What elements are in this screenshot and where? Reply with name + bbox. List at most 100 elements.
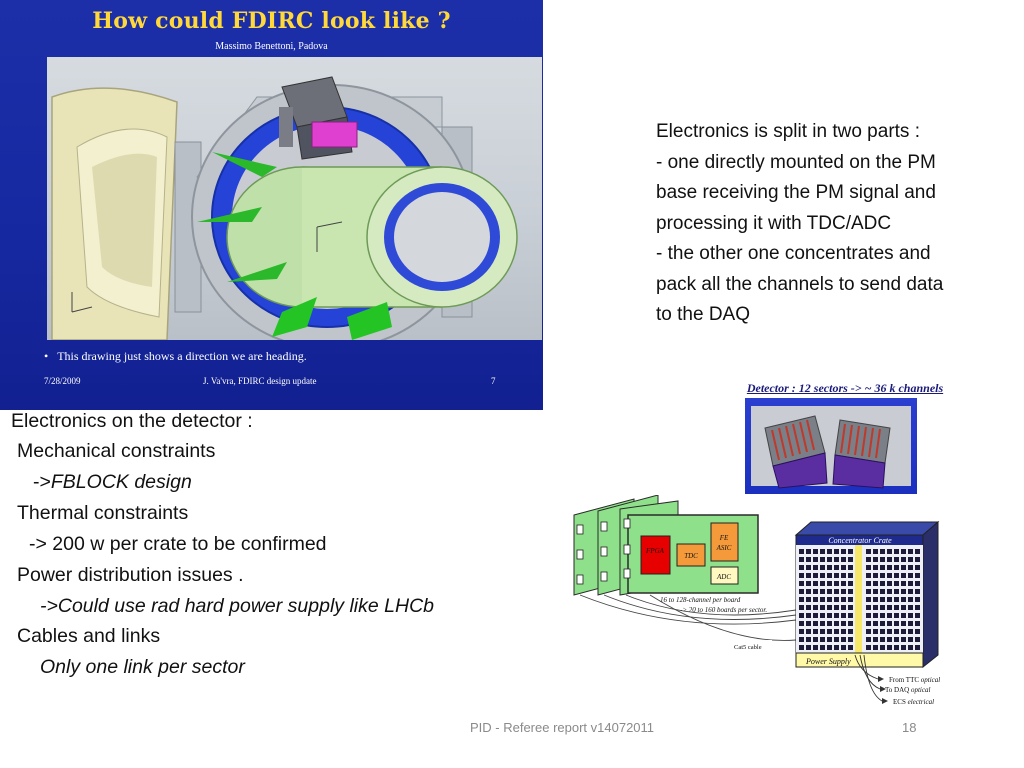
ecs-label: ECS electrical bbox=[893, 698, 934, 706]
crate-slot bbox=[873, 597, 878, 602]
adc-label: ADC bbox=[716, 573, 731, 581]
detector-sectors-image bbox=[745, 398, 917, 494]
crate-slot bbox=[887, 589, 892, 594]
crate-slot bbox=[813, 597, 818, 602]
paragraph-line: to the DAQ bbox=[656, 304, 750, 325]
crate-slot bbox=[880, 637, 885, 642]
crate-slot bbox=[841, 589, 846, 594]
board-note-channels: 16 to 128-channel per board bbox=[660, 596, 741, 604]
crate-slot bbox=[887, 605, 892, 610]
crate-slot bbox=[901, 613, 906, 618]
asic-label: ASIC bbox=[716, 544, 732, 552]
crate-slot bbox=[813, 645, 818, 650]
crate-slot bbox=[848, 597, 853, 602]
crate-slot bbox=[820, 573, 825, 578]
crate-slot bbox=[873, 621, 878, 626]
crate-slot bbox=[848, 629, 853, 634]
crate-slot bbox=[841, 549, 846, 554]
crate-slot bbox=[894, 557, 899, 562]
paragraph-line: Electronics is split in two parts : bbox=[656, 121, 920, 142]
crate-slot bbox=[894, 645, 899, 650]
crate-slot bbox=[908, 621, 913, 626]
crate-slot bbox=[866, 565, 871, 570]
crate-slot bbox=[880, 621, 885, 626]
crate-slot bbox=[799, 573, 804, 578]
crate-slot bbox=[908, 549, 913, 554]
crate-slot bbox=[806, 621, 811, 626]
crate-slot bbox=[880, 645, 885, 650]
crate-slot bbox=[820, 629, 825, 634]
list-subitem-thermal: -> 200 w per crate to be confirmed bbox=[29, 533, 327, 555]
crate-slot bbox=[880, 573, 885, 578]
crate-slot bbox=[880, 581, 885, 586]
crate-slot bbox=[834, 637, 839, 642]
crate-slot bbox=[873, 629, 878, 634]
crate-slot bbox=[806, 557, 811, 562]
crate-slot bbox=[915, 637, 920, 642]
cable-label-bg bbox=[730, 640, 772, 652]
crate-slot bbox=[806, 637, 811, 642]
crate-slot bbox=[827, 565, 832, 570]
crate-slot bbox=[908, 573, 913, 578]
crate-slot bbox=[813, 573, 818, 578]
crate-slot bbox=[806, 613, 811, 618]
crate-slot bbox=[834, 573, 839, 578]
crate-slot bbox=[848, 613, 853, 618]
crate-slot bbox=[866, 573, 871, 578]
crate-slot bbox=[894, 621, 899, 626]
paragraph-line: base receiving the PM signal and bbox=[656, 182, 936, 203]
crate-slot bbox=[820, 605, 825, 610]
crate-slot bbox=[848, 605, 853, 610]
crate-slot bbox=[873, 613, 878, 618]
crate-slot bbox=[820, 549, 825, 554]
crate-slot bbox=[915, 581, 920, 586]
crate-slot bbox=[894, 637, 899, 642]
crate-slot bbox=[901, 589, 906, 594]
crate-slot bbox=[848, 573, 853, 578]
crate-slot bbox=[915, 613, 920, 618]
crate-slot bbox=[901, 573, 906, 578]
crate-slot bbox=[799, 581, 804, 586]
crate-slot bbox=[866, 549, 871, 554]
slide-footer-text: PID - Referee report v14072011 bbox=[470, 720, 655, 735]
crate-slot bbox=[841, 637, 846, 642]
crate-slot bbox=[841, 645, 846, 650]
crate-slot bbox=[813, 613, 818, 618]
crate-slot bbox=[848, 557, 853, 562]
crate-slot bbox=[813, 589, 818, 594]
crate-slot bbox=[827, 581, 832, 586]
crate-slot bbox=[901, 557, 906, 562]
list-item-power: Power distribution issues . bbox=[17, 564, 244, 586]
embedded-slide-image: How could FDIRC look like ? Massimo Bene… bbox=[0, 0, 543, 410]
crate-slot bbox=[915, 565, 920, 570]
fe-asic-chip bbox=[710, 522, 739, 562]
fdirc-cad-drawing bbox=[47, 57, 542, 350]
crate-slot bbox=[813, 581, 818, 586]
bullet-dot-icon: • bbox=[44, 349, 58, 363]
crate-slot bbox=[915, 573, 920, 578]
crate-slot bbox=[834, 597, 839, 602]
crate-slot bbox=[908, 645, 913, 650]
crate-slot bbox=[887, 629, 892, 634]
crate-slot bbox=[894, 629, 899, 634]
crate-slot bbox=[880, 549, 885, 554]
crate-slot bbox=[827, 549, 832, 554]
crate-slot bbox=[866, 645, 871, 650]
crate-slot bbox=[894, 589, 899, 594]
list-item-mechanical: Mechanical constraints bbox=[17, 440, 216, 462]
crate-slot bbox=[827, 621, 832, 626]
crate-slot bbox=[887, 621, 892, 626]
crate-slot bbox=[813, 629, 818, 634]
crate-slot bbox=[806, 645, 811, 650]
crate-slot bbox=[827, 589, 832, 594]
crate-slot bbox=[866, 589, 871, 594]
crate-slot bbox=[873, 637, 878, 642]
crate-slot bbox=[820, 565, 825, 570]
embedded-slide-bullet-text: This drawing just shows a direction we a… bbox=[57, 349, 307, 363]
crate-slot bbox=[908, 637, 913, 642]
crate-slot bbox=[880, 557, 885, 562]
crate-slot bbox=[841, 557, 846, 562]
crate-slot bbox=[848, 621, 853, 626]
crate-slot bbox=[813, 557, 818, 562]
detector-caption: Detector : 12 sectors -> ~ 36 k channels bbox=[746, 381, 944, 395]
